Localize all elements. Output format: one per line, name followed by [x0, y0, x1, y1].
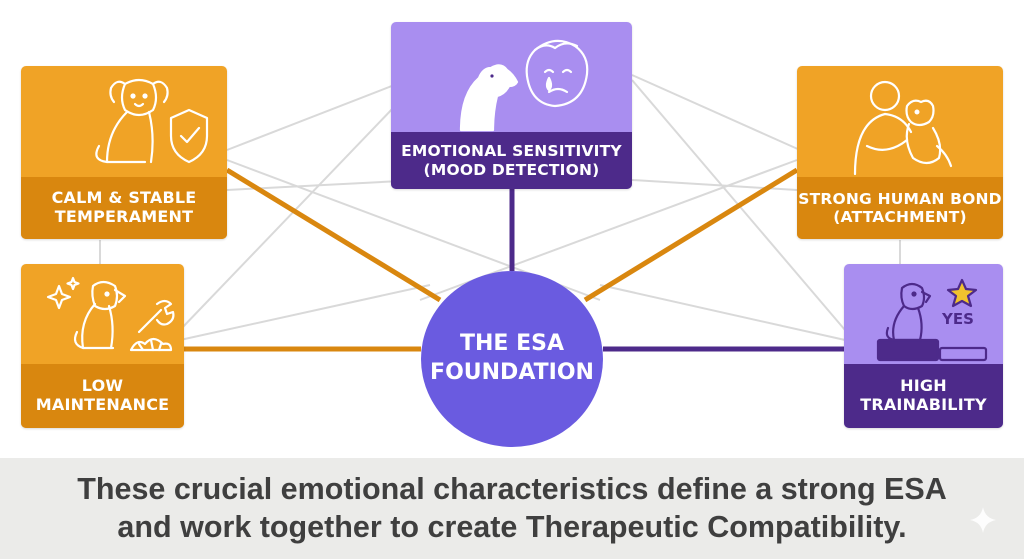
card-illustration	[21, 66, 227, 177]
mesh-line	[179, 79, 421, 331]
crying-face-icon	[525, 39, 589, 108]
card-label-line: CALM & STABLE	[51, 188, 197, 208]
dog-icon	[885, 282, 932, 342]
card-low-maintenance: LOW MAINTENANCE	[21, 264, 184, 428]
card-label-line: EMOTIONAL SENSITIVITY	[401, 142, 622, 161]
caption-line: These crucial emotional characteristics …	[77, 472, 947, 507]
mesh-line	[179, 284, 431, 341]
esa-foundation-hub: THE ESA FOUNDATION	[421, 271, 603, 447]
yes-badge: YES	[942, 310, 974, 328]
card-label: EMOTIONAL SENSITIVITY (MOOD DETECTION)	[391, 132, 632, 189]
caption-line: and work together to create Therapeutic …	[117, 509, 907, 544]
card-emotional-sensitivity: EMOTIONAL SENSITIVITY (MOOD DETECTION)	[391, 22, 632, 189]
card-calm-temperament: CALM & STABLE TEMPERAMENT	[21, 66, 227, 239]
card-label-line: TEMPERAMENT	[54, 207, 194, 226]
card-strong-human-bond: STRONG HUMAN BOND (ATTACHMENT)	[797, 66, 1003, 239]
podium-icon	[876, 338, 988, 362]
card-label: STRONG HUMAN BOND (ATTACHMENT)	[797, 177, 1003, 239]
card-high-trainability: YES HIGH TRAINABILITY	[844, 264, 1003, 428]
card-label-line: HIGH	[900, 376, 947, 396]
sparkle-icon	[46, 276, 80, 310]
card-label-line: MAINTENANCE	[35, 395, 170, 414]
star-icon	[946, 278, 978, 308]
sitting-dog-icon	[95, 78, 169, 164]
card-label-line: LOW	[81, 376, 124, 396]
card-label-line: TRAINABILITY	[860, 395, 987, 414]
caption: These crucial emotional characteristics …	[0, 458, 1024, 559]
card-label-line: (ATTACHMENT)	[833, 208, 967, 226]
wrench-icon	[137, 299, 175, 334]
grooming-pile	[129, 337, 173, 352]
card-label: LOW MAINTENANCE	[21, 364, 184, 428]
primary-connectors	[184, 167, 844, 352]
shield-check-icon	[169, 108, 209, 164]
card-illustration	[797, 66, 1003, 177]
card-label-line: (MOOD DETECTION)	[423, 160, 600, 179]
card-label-line: STRONG HUMAN BOND	[798, 189, 1002, 208]
mesh-line	[226, 74, 421, 151]
dog-icon	[459, 64, 519, 132]
sparkle-icon	[970, 507, 996, 533]
hub-label-line: FOUNDATION	[430, 360, 594, 385]
card-label: HIGH TRAINABILITY	[844, 364, 1003, 428]
connector-calm	[225, 167, 442, 303]
mesh-line	[599, 284, 846, 341]
connector-bond	[583, 167, 799, 303]
hub-label-line: THE ESA	[459, 331, 564, 357]
mesh-line	[631, 74, 801, 151]
card-illustration	[21, 264, 184, 364]
dog-icon	[73, 280, 127, 350]
hug-icon	[853, 80, 953, 176]
card-illustration	[391, 22, 632, 132]
card-label: CALM & STABLE TEMPERAMENT	[21, 177, 227, 239]
card-illustration: YES	[844, 264, 1003, 364]
